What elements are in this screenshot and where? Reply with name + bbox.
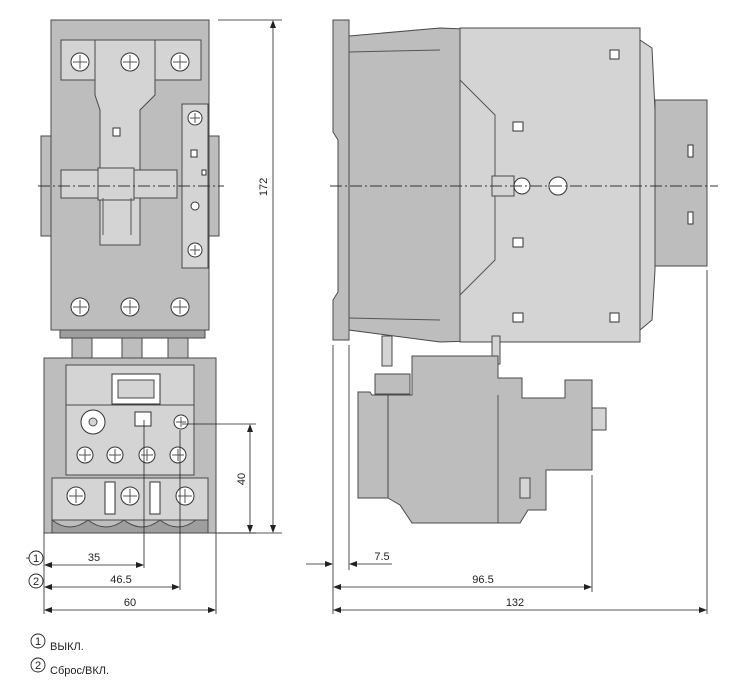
tongue-slot bbox=[112, 127, 121, 137]
auxiliary-contact-side bbox=[654, 99, 708, 267]
callout-circle-2 bbox=[28, 573, 44, 589]
screw-bottom-2 bbox=[120, 297, 140, 317]
dim-side-offset: 7.5 bbox=[374, 551, 389, 563]
callout-label-1: 1 bbox=[33, 553, 39, 565]
relay-side-body bbox=[387, 355, 593, 524]
mounting-rail-clip bbox=[332, 19, 350, 341]
dimensions: 172 40 35 46.5 60 bbox=[43, 19, 708, 614]
connection-strip bbox=[59, 329, 206, 339]
screw-bottom-1 bbox=[70, 297, 90, 317]
legend-number-1: 1 bbox=[35, 636, 41, 648]
legend: 1 ВЫКЛ. 2 Сброс/ВКЛ. bbox=[30, 633, 109, 677]
callout-label-2: 2 bbox=[33, 576, 39, 588]
contact-bar-center bbox=[97, 167, 135, 201]
dim-side-depth: 96.5 bbox=[472, 574, 493, 586]
dim-side-total: 132 bbox=[506, 597, 524, 609]
screw-top-1 bbox=[70, 52, 90, 72]
relay-cable-entries bbox=[51, 518, 209, 534]
front-cover bbox=[639, 39, 656, 332]
relay-screw-row-1 bbox=[76, 446, 187, 464]
side-view bbox=[330, 19, 718, 524]
reset-button bbox=[80, 409, 106, 435]
off-button bbox=[134, 411, 152, 427]
relay-screw-small bbox=[173, 414, 189, 430]
callout-circle-1 bbox=[28, 550, 44, 566]
relay-side-rear bbox=[357, 391, 391, 499]
screw-bottom-3 bbox=[170, 297, 190, 317]
screw-top-2 bbox=[120, 52, 140, 72]
dim-width-pos2: 46.5 bbox=[110, 574, 131, 586]
screw-aux-bottom bbox=[187, 242, 203, 258]
legend-item-off: 1 ВЫКЛ. bbox=[30, 633, 84, 653]
relay-screw-row-2 bbox=[66, 486, 195, 506]
dim-height-total: 172 bbox=[258, 178, 270, 196]
screw-aux-top bbox=[187, 110, 203, 126]
front-view bbox=[38, 19, 224, 534]
legend-number-2: 2 bbox=[35, 660, 41, 672]
aux-marker bbox=[190, 149, 198, 158]
legend-item-reset: 2 Сброс/ВКЛ. bbox=[30, 657, 109, 677]
dim-width-total: 60 bbox=[124, 597, 136, 609]
screw-top-3 bbox=[170, 52, 190, 72]
dim-width-pos1: 35 bbox=[88, 552, 100, 564]
callouts: 1 2 bbox=[26, 550, 44, 589]
dim-height-relay: 40 bbox=[236, 473, 248, 485]
legend-label-2: Сброс/ВКЛ. bbox=[50, 665, 109, 677]
legend-label-1: ВЫКЛ. bbox=[50, 641, 84, 653]
aux-indicator bbox=[190, 201, 200, 211]
